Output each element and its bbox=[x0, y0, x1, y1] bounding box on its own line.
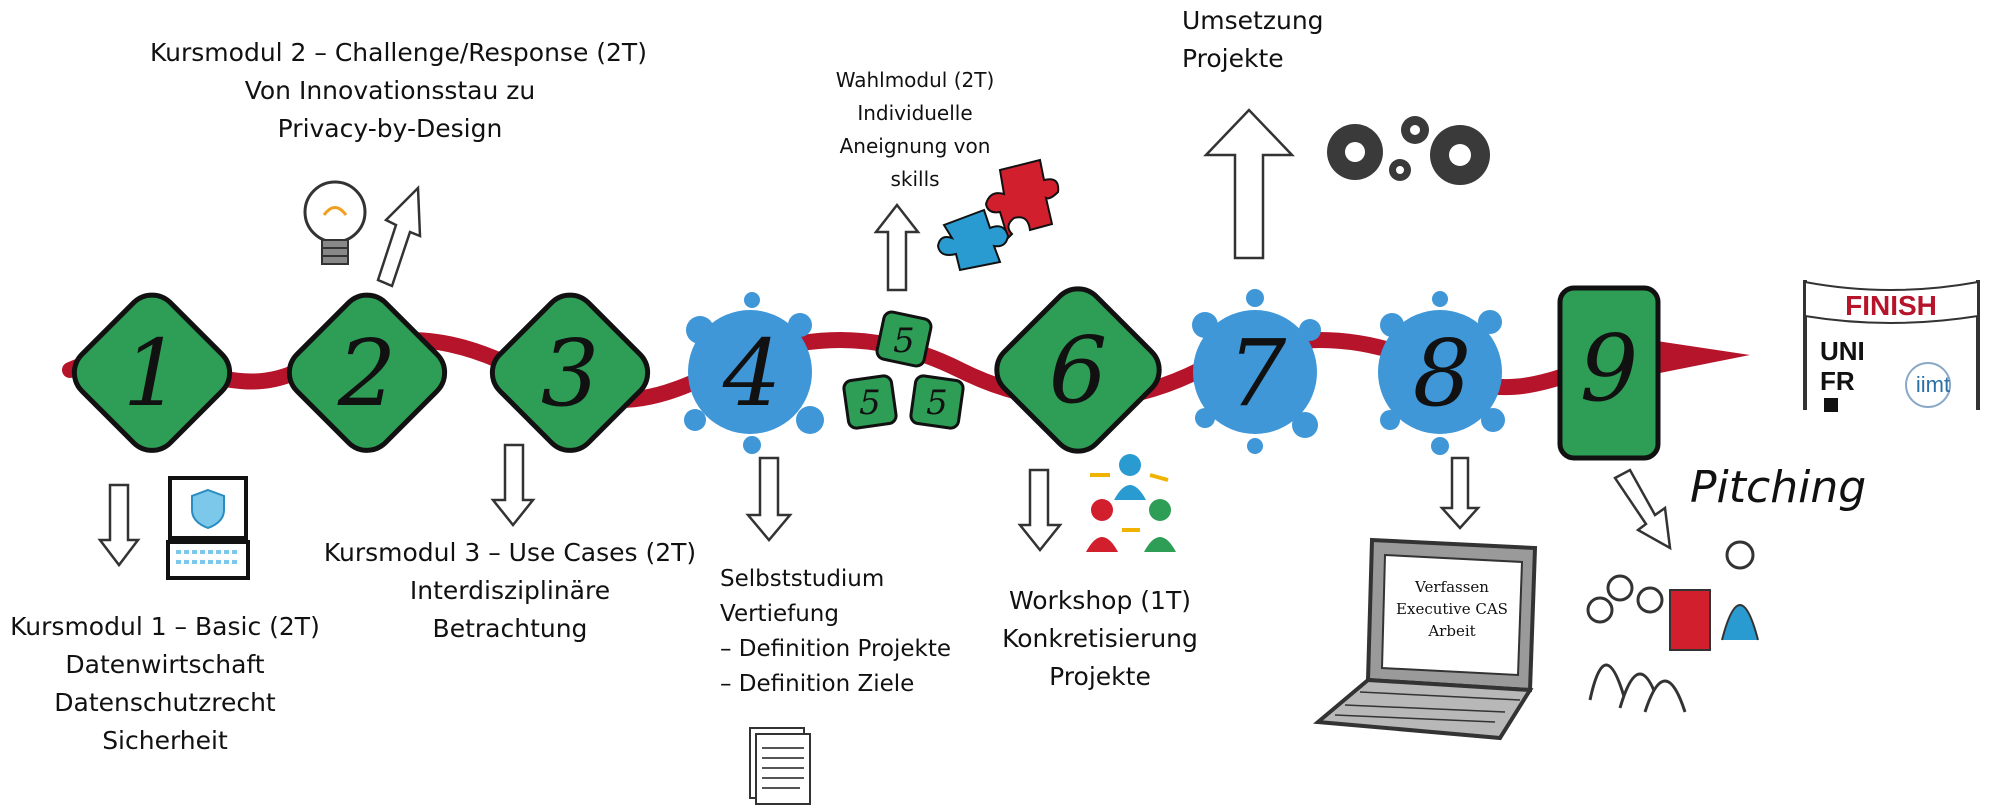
svg-text:Verfassen: Verfassen bbox=[1414, 578, 1489, 596]
step-2-number: 2 bbox=[337, 320, 397, 427]
step-8-number: 8 bbox=[1413, 320, 1472, 427]
step-7: 7 bbox=[1192, 289, 1321, 454]
label-pitching: Pitching bbox=[1690, 462, 1867, 513]
wave-arrow-head bbox=[1650, 340, 1750, 375]
svg-text:5: 5 bbox=[926, 383, 948, 423]
label-selbststudium: Selbststudium Vertiefung – Definition Pr… bbox=[720, 566, 952, 697]
down-arrow-1 bbox=[97, 483, 141, 568]
step-5-cluster: 5 5 5 bbox=[842, 310, 965, 430]
step-1-number: 1 bbox=[123, 320, 182, 427]
lightbulb-icon bbox=[303, 180, 367, 265]
down-arrow-3 bbox=[490, 443, 536, 528]
down-arrow-6 bbox=[1017, 468, 1063, 553]
laptop-icon bbox=[1313, 537, 1538, 741]
svg-text:Arbeit: Arbeit bbox=[1427, 622, 1475, 640]
label-umsetzung: Umsetzung Projekte bbox=[1182, 6, 1324, 73]
up-arrow-7 bbox=[1203, 108, 1295, 260]
svg-text:5: 5 bbox=[859, 383, 881, 423]
step-9: 9 bbox=[1557, 285, 1661, 461]
step-7-number: 7 bbox=[1228, 320, 1287, 427]
diag-arrow-9 bbox=[1613, 468, 1672, 551]
step-4-number: 4 bbox=[722, 320, 782, 427]
step-3-number: 3 bbox=[541, 320, 600, 427]
logo-iimt: iimt bbox=[1916, 372, 1950, 397]
step-4: 4 bbox=[684, 292, 824, 454]
down-arrows bbox=[97, 443, 1672, 568]
up-arrow-5 bbox=[873, 202, 921, 292]
step-8: 8 bbox=[1378, 291, 1505, 455]
step-6-number: 6 bbox=[1049, 317, 1108, 424]
laptop-screen-text: Verfassen Executive CAS Arbeit bbox=[1396, 578, 1508, 640]
step-1: 1 bbox=[71, 292, 233, 453]
finish-banner-text: FINISH bbox=[1845, 290, 1937, 321]
down-arrow-4 bbox=[745, 456, 793, 542]
up-arrow-2 bbox=[376, 185, 422, 288]
document-stack-icon bbox=[749, 727, 811, 805]
label-workshop: Workshop (1T) Konkretisierung Projekte bbox=[1002, 586, 1198, 691]
label-wahlmodul: Wahlmodul (2T) Individuelle Aneignung vo… bbox=[835, 68, 995, 191]
shield-monitor-icon bbox=[166, 476, 250, 580]
team-icon bbox=[1086, 454, 1176, 552]
svg-text:Executive CAS: Executive CAS bbox=[1396, 600, 1508, 618]
svg-text:5: 5 bbox=[893, 321, 915, 361]
label-kursmodul-3: Kursmodul 3 – Use Cases (2T) Interdiszip… bbox=[323, 538, 697, 643]
step-3: 3 bbox=[489, 292, 651, 453]
finish-banner: FINISH UNI FR iimt bbox=[1803, 280, 1980, 412]
label-kursmodul-1: Kursmodul 1 – Basic (2T) Datenwirtschaft… bbox=[10, 612, 320, 755]
step-6: 6 bbox=[994, 286, 1162, 454]
step-2: 2 bbox=[286, 292, 448, 453]
label-kursmodul-2: Kursmodul 2 – Challenge/Response (2T) Vo… bbox=[150, 38, 647, 143]
gears-icon bbox=[1327, 116, 1490, 185]
logo-uni: UNI bbox=[1820, 336, 1865, 366]
logo-fr: FR bbox=[1820, 366, 1855, 396]
up-arrows bbox=[376, 108, 1295, 292]
puzzle-icon bbox=[936, 158, 1060, 272]
step-9-number: 9 bbox=[1580, 315, 1639, 422]
audience-icon bbox=[1586, 540, 1759, 713]
down-arrow-8 bbox=[1439, 456, 1481, 530]
